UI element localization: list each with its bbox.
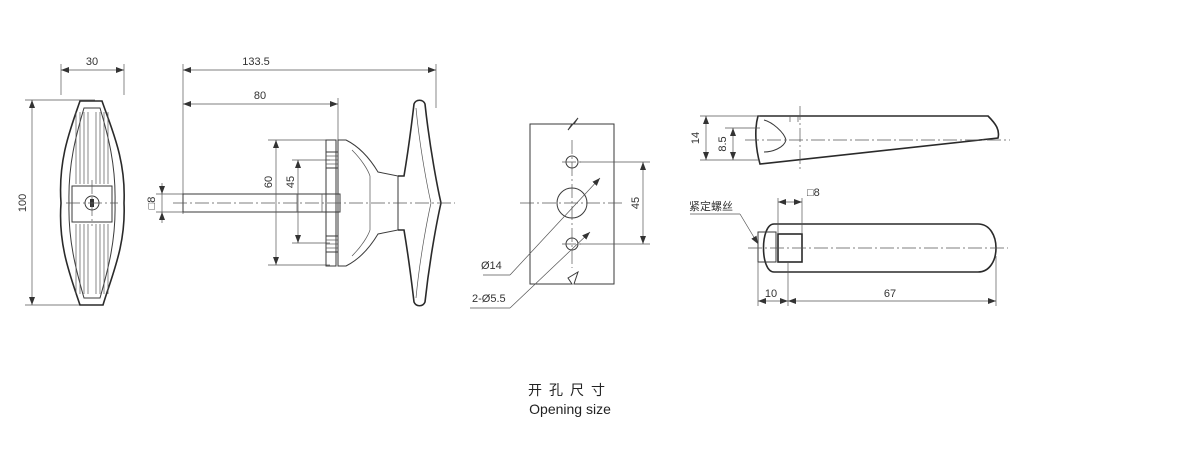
label-screw-holes: 2-Ø5.5 — [472, 293, 506, 305]
label-center-hole: Ø14 — [481, 260, 502, 272]
dim-mount-inner: 45 — [285, 176, 297, 188]
dim-square: □8 — [146, 197, 158, 210]
dim-cam-offset: 8.5 — [717, 136, 729, 151]
cam-profile — [755, 115, 1000, 165]
panel — [529, 117, 615, 285]
caption-english: Opening size — [529, 401, 611, 417]
dim-cam-square: □8 — [807, 187, 820, 199]
dim-height: 100 — [17, 194, 29, 212]
dim-total-length: 133.5 — [242, 56, 270, 68]
dim-cam-boss: 10 — [765, 288, 777, 300]
grip-ribs — [75, 112, 109, 294]
cam-side-view: 14 8.5 — [690, 106, 1010, 172]
label-set-screw: 紧定螺丝 — [689, 199, 733, 213]
front-view: 30 100 — [17, 56, 125, 306]
cutout-view: 45 Ø14 2-Ø5.5 — [470, 117, 650, 309]
set-screw-boss — [757, 231, 777, 263]
dim-shaft-length: 80 — [254, 90, 266, 102]
cam-top-view: □8 紧定螺丝 10 67 — [689, 187, 1008, 306]
side-view: 133.5 80 □8 60 45 — [146, 56, 455, 307]
dim-handle-width: 30 — [86, 56, 98, 68]
mount-bolt-bottom — [325, 235, 339, 253]
cam-plate — [762, 223, 997, 273]
dim-mount-outer: 60 — [263, 176, 275, 188]
dim-cam-length: 67 — [884, 288, 896, 300]
dim-cutout-spacing: 45 — [630, 197, 642, 209]
dim-cam-height: 14 — [690, 132, 702, 144]
caption-chinese: 开孔尺寸 — [528, 383, 612, 399]
